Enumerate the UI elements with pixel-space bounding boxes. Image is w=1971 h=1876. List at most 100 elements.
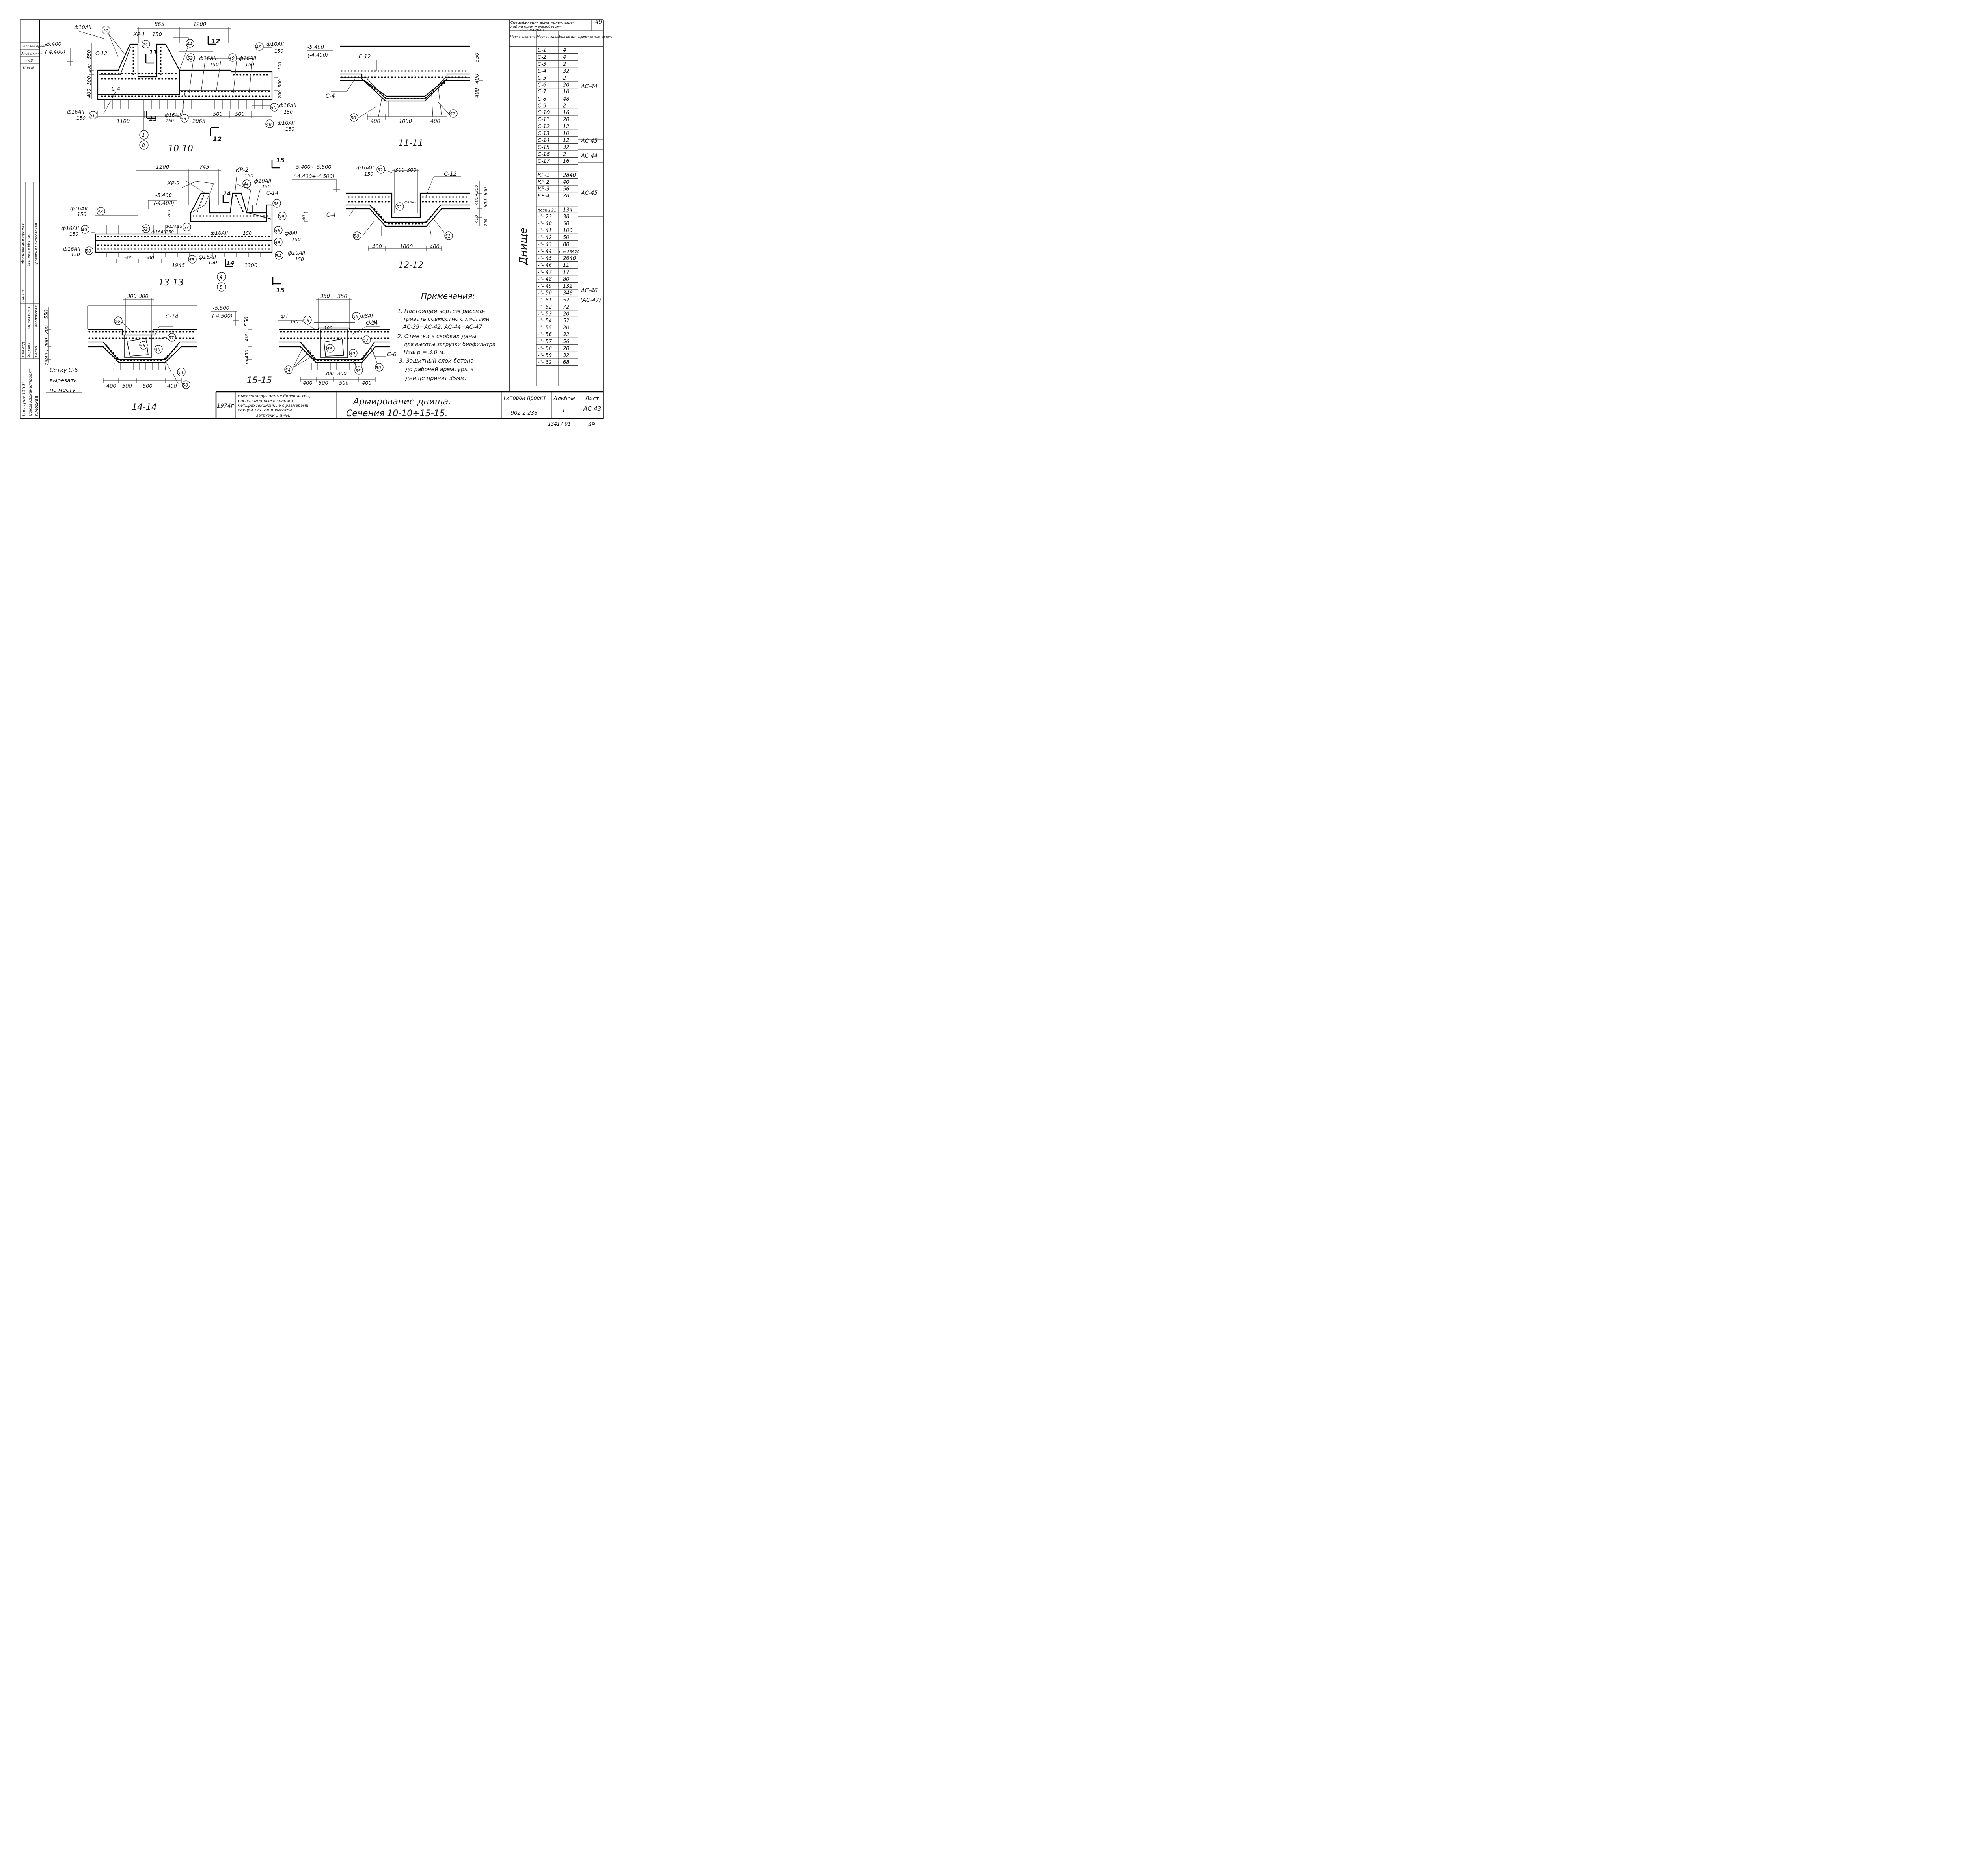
s13-mark-10: 54 bbox=[276, 253, 281, 259]
section-14-14: 300 300 С-14 550 200 400 400 200 400 500… bbox=[44, 294, 197, 412]
spec-row-qty: 20 bbox=[563, 117, 570, 123]
s14-dim-left-3: 400 bbox=[44, 350, 49, 359]
spec-row-mark: -"- 59 bbox=[538, 353, 552, 359]
sign-name-0: Хорохов bbox=[27, 342, 31, 357]
s12-c4: С-4 bbox=[326, 212, 336, 218]
s15-mark-3: 56 bbox=[327, 346, 332, 352]
spec-row-mark: -"- 52 bbox=[538, 304, 552, 310]
s13-cut15: 15 bbox=[276, 156, 285, 164]
sheet-number-top: 49 bbox=[595, 19, 602, 25]
s10-rebar-3: ф10АII bbox=[266, 41, 284, 47]
s10-mark-6: 50 bbox=[271, 105, 276, 110]
s10-dim-bottom-1: 2065 bbox=[192, 119, 205, 125]
s13-mark-6: 58 bbox=[273, 201, 279, 207]
s15-el1: -5.500 bbox=[213, 305, 229, 311]
sign-role-0: Нач.отд bbox=[22, 342, 26, 357]
s11-c12: С-12 bbox=[359, 54, 371, 60]
s10-kp-label: КР-1 bbox=[133, 32, 145, 38]
s13-dim-top-0: 1200 bbox=[156, 164, 169, 170]
spec-row-qty: 132 bbox=[563, 283, 573, 289]
s13-mark-7: 59 bbox=[279, 214, 284, 219]
s13-cut15b: 15 bbox=[276, 287, 285, 294]
s14-mark-5: 50 bbox=[183, 383, 188, 388]
note-line-5: Нзагр = 3.0 м. bbox=[404, 349, 445, 355]
s10-c4: С-4 bbox=[112, 86, 120, 92]
spec-row-mark: -"- 42 bbox=[538, 235, 552, 241]
title-block: 1974г Высоконагружаемые биофильтры, расп… bbox=[215, 391, 603, 419]
spec-title-1: лий на один железобетон- bbox=[510, 25, 561, 29]
title-year: 1974г bbox=[217, 403, 234, 409]
s10-rebar-2: ф16АII bbox=[239, 56, 256, 61]
s10-rebar-7: ф10АII bbox=[278, 120, 295, 126]
s15-dim-inner-1: 300 bbox=[337, 371, 347, 376]
spec-row-qty: 72 bbox=[563, 304, 570, 310]
checked-line-2: Проверил Соколовская bbox=[35, 223, 39, 266]
spec-row-qty: 50 bbox=[563, 221, 570, 227]
spec-row-mark: -"- 57 bbox=[538, 339, 552, 345]
spec-row-qty: 20 bbox=[563, 82, 570, 88]
s10-mark-5: 48 bbox=[256, 45, 261, 50]
notes-block: Примечания: 1. Настоящий чертеж рассма- … bbox=[397, 291, 496, 382]
s12-mark-1: 53 bbox=[396, 205, 402, 210]
s13-spacing-1: 150 bbox=[77, 212, 86, 217]
s14-dim-bottom-3: 400 bbox=[167, 383, 177, 389]
s13-dim-right: 300 bbox=[301, 212, 306, 221]
s13-spacing-8: 150 bbox=[208, 260, 217, 265]
s10-axis-1: 8 bbox=[142, 143, 145, 148]
spec-row-qty: 38 bbox=[563, 214, 570, 220]
spec-row-qty: 32 bbox=[563, 68, 570, 74]
s10-mark-7: 51 bbox=[89, 113, 95, 118]
s13-kp-top: КР-2 bbox=[236, 167, 248, 173]
s13-spacing-6: 150 bbox=[292, 237, 301, 242]
spec-row-qty: 12 bbox=[563, 138, 570, 143]
s13-mark-11: 55 bbox=[189, 257, 194, 262]
s15-spacing-1: 150 bbox=[368, 319, 377, 324]
album-sheet-label: Альбом лист bbox=[21, 52, 42, 56]
s13-spacing-3: 150 bbox=[71, 252, 80, 257]
s10-mark-3: 52 bbox=[187, 56, 193, 61]
s10-spacing-7: 150 bbox=[285, 127, 294, 132]
album-label: Альбом bbox=[553, 396, 575, 402]
s12-dim-bottom-0: 400 bbox=[372, 244, 382, 250]
s14-dim-left-4: 200 bbox=[45, 357, 49, 365]
spec-row-qty: 80 bbox=[563, 242, 570, 248]
spec-row-qty: 12 bbox=[563, 124, 570, 130]
note-line-7: до рабочей арматуры в bbox=[405, 367, 473, 373]
spec-row-mark: -"- 55 bbox=[538, 325, 552, 331]
title-desc-1: расположенные в зданиях, bbox=[238, 399, 295, 403]
s15-dim-top-1: 350 bbox=[337, 294, 347, 300]
s15-mark-5: 54 bbox=[285, 368, 291, 373]
checked-line-1: Исполнил Мещин bbox=[27, 234, 31, 266]
spec-row-mark: С-16 bbox=[538, 152, 550, 158]
spec-row-qty: 2 bbox=[563, 61, 566, 67]
s13-mark-3: 50 bbox=[86, 249, 91, 254]
spec-title-2: ный элемент bbox=[520, 28, 545, 32]
spec-row-mark: -"- 43 bbox=[538, 242, 552, 248]
s13-mark-9: 49 bbox=[275, 240, 280, 245]
spec-title-0: Спецификация арматурных изде- bbox=[510, 21, 574, 25]
s13-kp-top-dim: 150 bbox=[244, 173, 253, 179]
s13-mark-8: 56 bbox=[275, 228, 280, 233]
project-label: Типовой проект bbox=[503, 395, 546, 401]
s13-rebar-0: ф10АII bbox=[254, 179, 271, 184]
s14-dim-top-1: 300 bbox=[139, 294, 149, 300]
s10-dim-top-1: 1200 bbox=[193, 22, 206, 28]
s13-mark-5: 57 bbox=[183, 225, 189, 230]
s10-mark-4: 49 bbox=[229, 56, 235, 61]
s14-title: 14-14 bbox=[132, 402, 157, 412]
spec-row-qty: 20 bbox=[563, 325, 570, 331]
spec-row-mark: -"- 53 bbox=[538, 311, 552, 317]
s14-note-2: по месту bbox=[50, 387, 76, 393]
spec-row-mark: -"- 46 bbox=[538, 262, 552, 268]
s13-dim-bottom-3: 1300 bbox=[244, 263, 257, 269]
s15-rebar-1: ф8АI bbox=[360, 313, 373, 319]
s15-dim-inner-2: 100 bbox=[324, 326, 332, 331]
s15-c14: С-14 bbox=[366, 320, 378, 326]
s15-dim-top-0: 350 bbox=[320, 294, 330, 300]
s15-mark-2: 57 bbox=[363, 338, 369, 343]
spec-row-mark: -"- 62 bbox=[538, 360, 552, 366]
s10-dim-left-2: 300 bbox=[86, 76, 92, 85]
spec-row-mark: позиц 21 bbox=[538, 208, 556, 212]
title-desc-2: четырехсекционные с размерами bbox=[238, 404, 309, 408]
s13-rebar-7: ф16АII bbox=[211, 231, 228, 236]
